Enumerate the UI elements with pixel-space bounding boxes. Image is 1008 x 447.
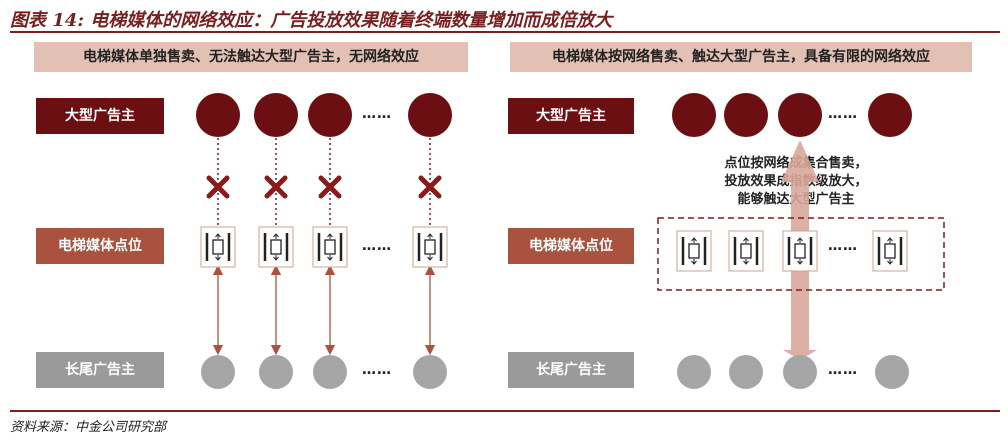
left-block-cross-icon-2 (264, 175, 288, 199)
left-long-tail-circle-4 (413, 355, 447, 389)
left-ellipsis-tail: …… (362, 362, 392, 378)
figure-title: 图表 14: 电梯媒体的网络效应：广告投放效果随着终端数量增加而成倍放大 (10, 10, 613, 31)
right-large-advertiser-circle-1 (672, 93, 716, 137)
left-ellipsis-media: …… (362, 238, 392, 254)
right-large-advertiser-circle-2 (724, 93, 768, 137)
right-long-tail-circle-3 (783, 355, 817, 389)
right-long-tail-circle-2 (729, 355, 763, 389)
left-block-cross-icon-4 (418, 175, 442, 199)
left-label-large-advertiser: 大型广告主 (36, 98, 164, 134)
left-block-cross-icon-1 (206, 175, 230, 199)
left-block-cross-icon-3 (318, 175, 342, 199)
right-panel-header: 电梯媒体按网络售卖、触达大型广告主，具备有限的网络效应 (510, 42, 972, 72)
right-large-advertiser-circle-3 (778, 93, 822, 137)
left-large-advertiser-circle-2 (254, 93, 298, 137)
right-long-tail-circle-1 (677, 355, 711, 389)
left-large-advertiser-circle-1 (196, 93, 240, 137)
left-large-advertiser-circle-3 (308, 93, 352, 137)
left-label-long-tail-advertiser: 长尾广告主 (36, 352, 164, 388)
right-ellipsis-tail: …… (828, 362, 858, 378)
left-long-tail-circle-2 (259, 355, 293, 389)
right-elevator-icon-2 (728, 230, 764, 272)
left-panel-header: 电梯媒体单独售卖、无法触达大型广告主，无网络效应 (34, 42, 468, 72)
left-elevator-icon-1 (200, 226, 236, 268)
right-large-advertiser-circle-4 (868, 93, 912, 137)
left-elevator-icon-2 (258, 226, 294, 268)
left-ellipsis-large: …… (362, 106, 392, 122)
left-long-tail-circle-1 (201, 355, 235, 389)
title-rule (10, 31, 1000, 33)
left-large-advertiser-circle-4 (408, 93, 452, 137)
left-label-elevator-media: 电梯媒体点位 (36, 228, 164, 264)
left-elevator-icon-4 (412, 226, 448, 268)
figure-source: 资料来源：中金公司研究部 (10, 420, 167, 435)
left-long-tail-circle-3 (313, 355, 347, 389)
source-rule (10, 410, 1000, 412)
network-bundle-box (657, 217, 945, 291)
right-label-long-tail-advertiser: 长尾广告主 (508, 352, 634, 388)
right-ellipsis-media: …… (828, 238, 858, 254)
right-elevator-icon-4 (872, 230, 908, 272)
right-elevator-icon-3 (782, 230, 818, 272)
right-label-large-advertiser: 大型广告主 (508, 98, 634, 134)
right-label-elevator-media: 电梯媒体点位 (508, 228, 634, 264)
right-ellipsis-large: …… (828, 106, 858, 122)
left-elevator-icon-3 (312, 226, 348, 268)
right-elevator-icon-1 (676, 230, 712, 272)
right-long-tail-circle-4 (875, 355, 909, 389)
